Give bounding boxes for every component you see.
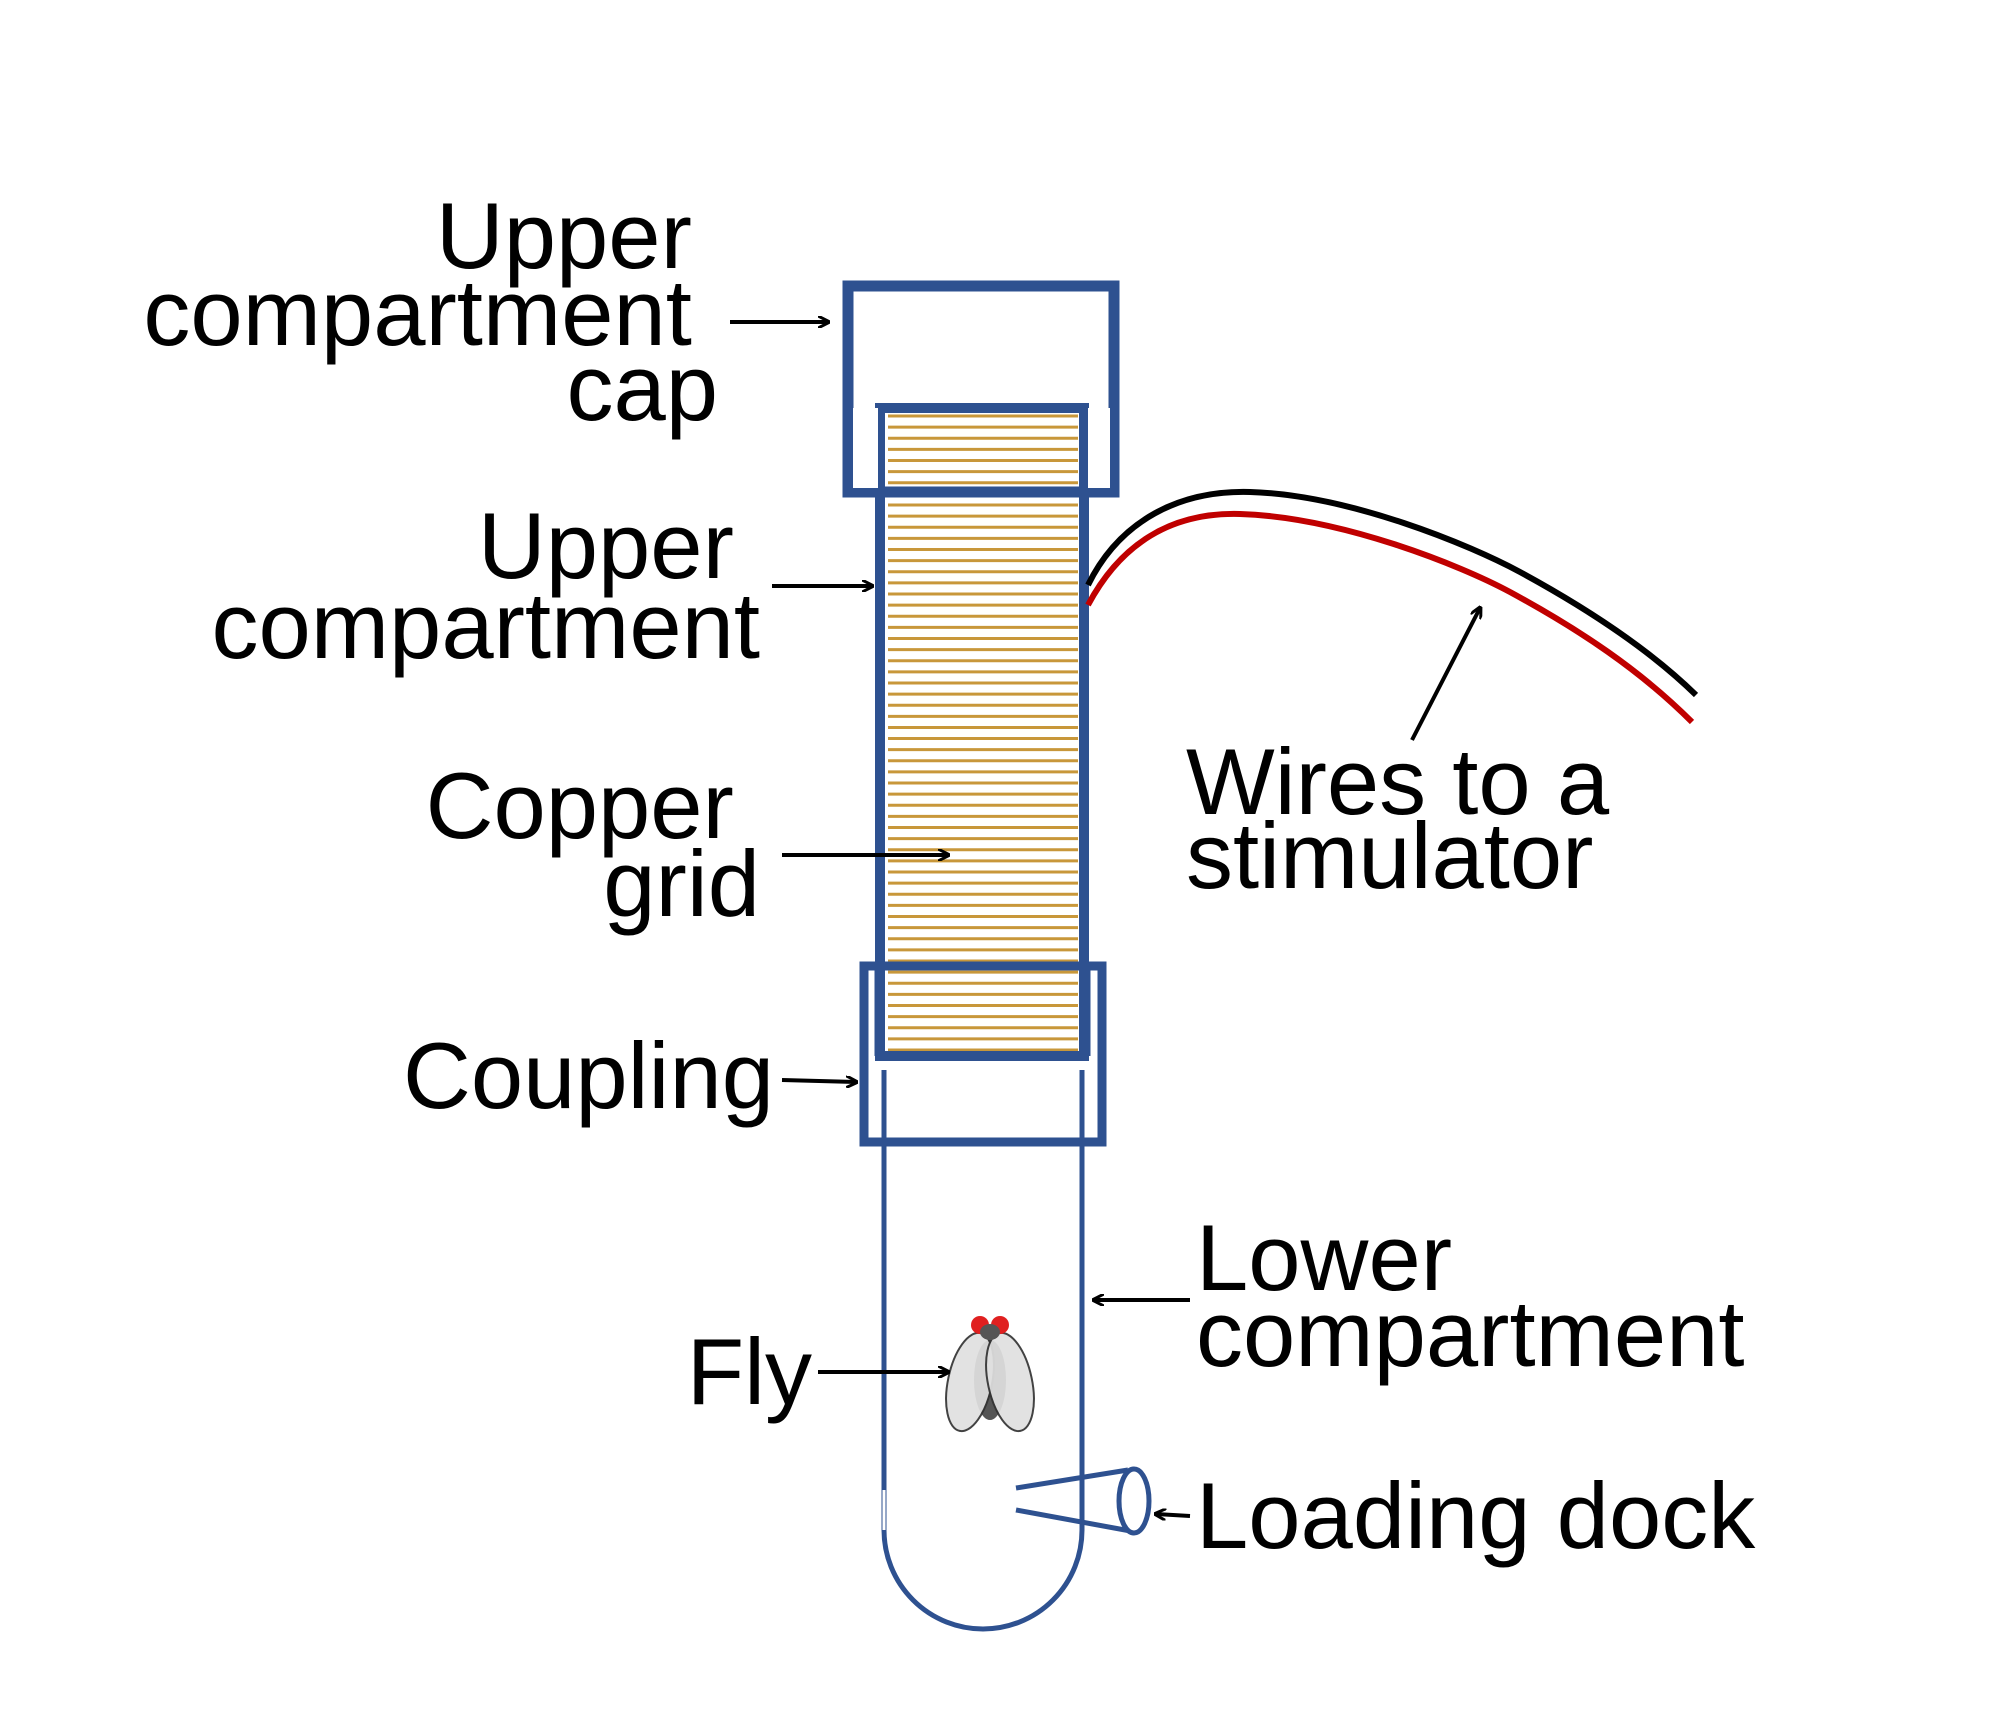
fly-icon	[945, 1316, 1035, 1433]
label-wires-to-stimulator: Wires to a stimulator	[1186, 729, 1635, 908]
loading-dock	[1015, 1440, 1152, 1536]
lower-compartment	[881, 1070, 1085, 1632]
label-fly: Fly	[687, 1319, 812, 1424]
arrow-dock	[1156, 1514, 1191, 1516]
label-copper-grid: Copper grid	[426, 753, 760, 936]
label-loading-dock: Loading dock	[1196, 1463, 1756, 1568]
upper-compartment	[875, 403, 1089, 1061]
black-wire	[1085, 488, 1699, 698]
label-coupling: Coupling	[403, 1023, 774, 1128]
upper-compartment-cap	[842, 280, 1120, 498]
arrow-wires	[1410, 608, 1480, 741]
copper-grid	[888, 414, 1078, 1052]
label-upper-compartment-cap: Upper compartment cap	[143, 183, 718, 440]
label-upper-compartment: Upper compartment	[211, 493, 760, 678]
arrow-coupling	[781, 1080, 856, 1082]
red-wire	[1085, 510, 1695, 725]
label-lower-compartment: Lower compartment	[1196, 1205, 1745, 1386]
coupling	[859, 961, 1107, 1147]
